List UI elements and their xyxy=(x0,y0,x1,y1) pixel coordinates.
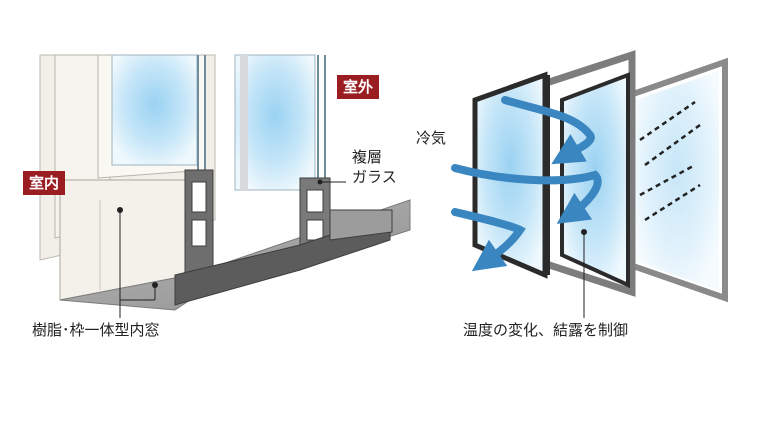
indoor-tag: 室内 xyxy=(23,171,66,195)
glass-label-line1: 複層 xyxy=(352,148,383,166)
cold-air-label: 冷気 xyxy=(416,129,447,147)
outdoor-tag: 室外 xyxy=(337,75,380,99)
inner-glass-pane xyxy=(111,54,198,166)
cold-air-arrow-2 xyxy=(451,164,602,224)
window-section-illustration xyxy=(39,54,411,318)
glass-label-line2: ガラス xyxy=(352,168,397,186)
outer-glass-pane xyxy=(234,54,316,191)
frame-label: 樹脂･枠一体型内窓 xyxy=(32,321,160,339)
cold-air-arrow-3 xyxy=(451,208,526,272)
control-label: 温度の変化、結露を制御 xyxy=(463,321,629,339)
cold-air-arrow-1 xyxy=(501,96,595,165)
airflow-illustration xyxy=(451,50,728,318)
